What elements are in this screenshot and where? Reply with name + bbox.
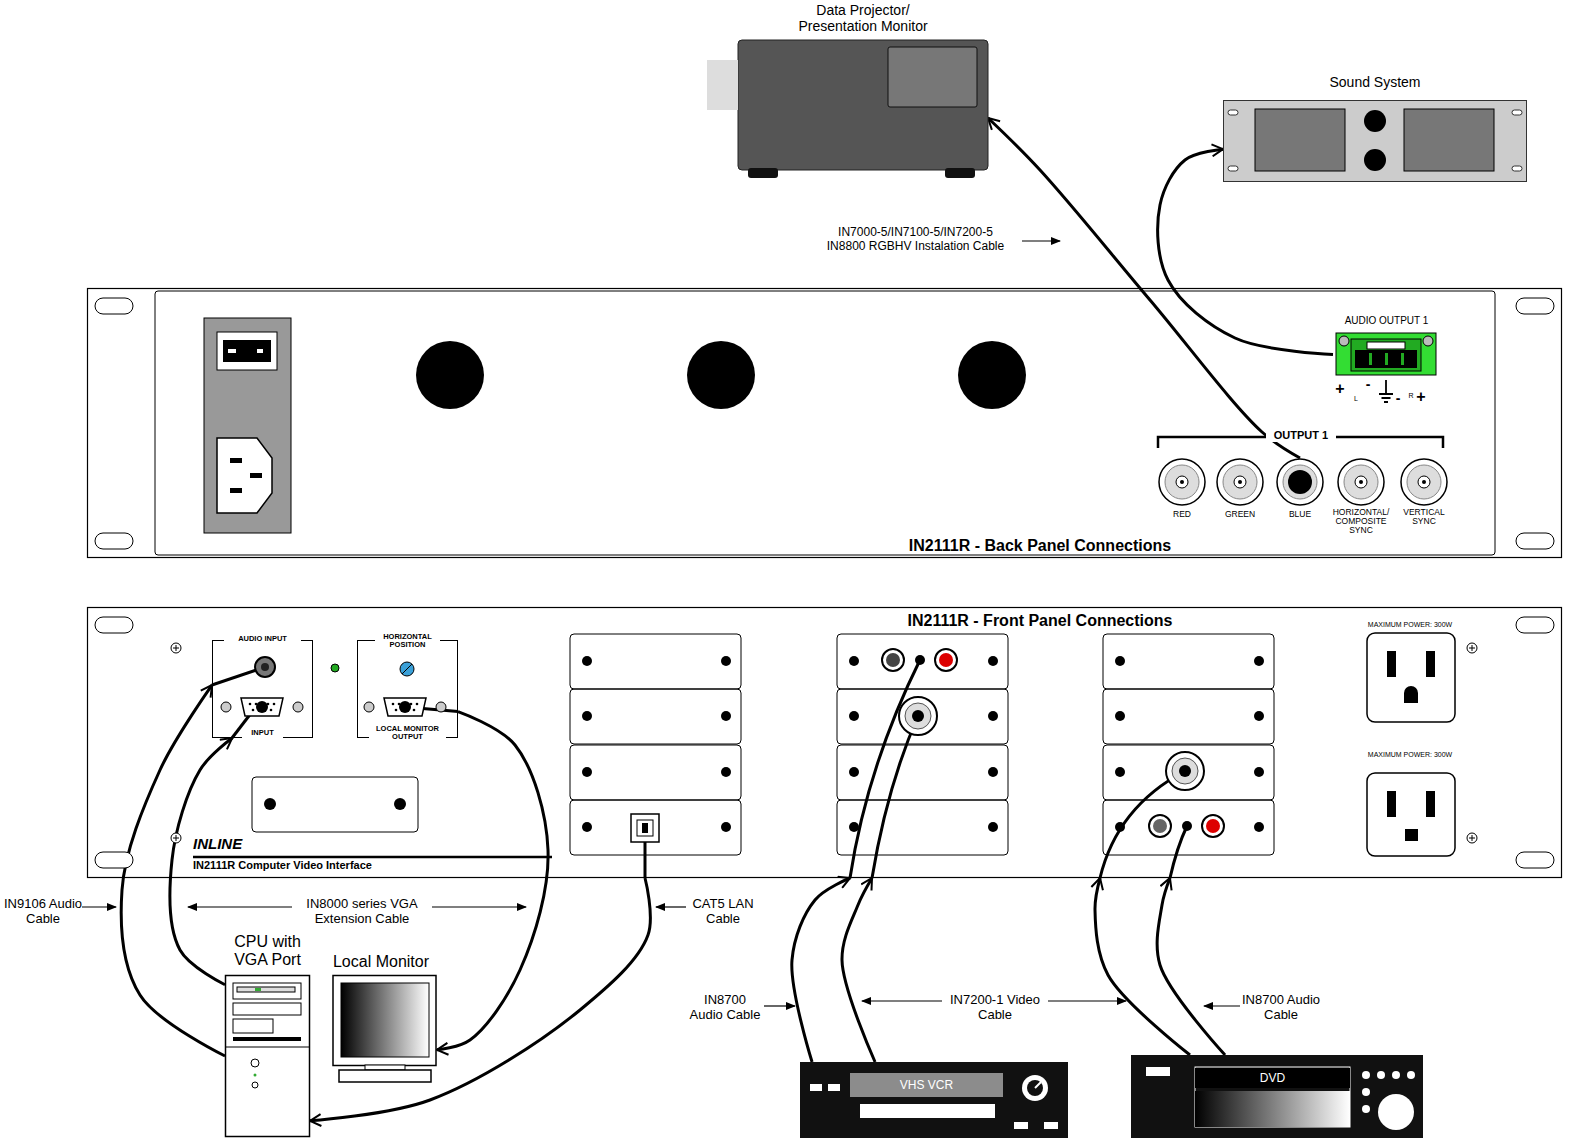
text-label: IN7000-5/IN7100-5/IN7200-5 IN8800 RGBHV … bbox=[818, 226, 1013, 254]
text-label: IN8700 Audio Cable bbox=[686, 993, 764, 1023]
text-label: - bbox=[1363, 376, 1373, 392]
node-label: CPU with VGA Port bbox=[222, 933, 313, 970]
text-label: MAXIMUM POWER: 300W bbox=[1350, 751, 1470, 759]
cable bbox=[792, 878, 850, 1062]
text-label: IN2111R Computer Video Interface bbox=[193, 859, 453, 872]
node-label: IN2111R - Front Panel Connections bbox=[885, 612, 1195, 630]
node-label: DVD bbox=[1195, 1068, 1350, 1088]
node-label: VERTICAL SYNC bbox=[1397, 508, 1451, 526]
bnc-connector-drawing bbox=[1210, 458, 1270, 542]
bnc-connector-drawing bbox=[1152, 458, 1212, 542]
text-label: IN8700 Audio Cable bbox=[1241, 993, 1321, 1023]
data-projector-drawing bbox=[738, 40, 988, 170]
node-label: HORIZONTAL POSITION bbox=[375, 633, 440, 649]
node-label: Sound System bbox=[1275, 74, 1475, 90]
node-label: INPUT bbox=[242, 729, 283, 738]
node-label: AUDIO OUTPUT 1 bbox=[1328, 315, 1445, 327]
text-label: R bbox=[1406, 392, 1416, 400]
text-label: IN9106 Audio Cable bbox=[3, 897, 83, 927]
node-label: Local Monitor bbox=[320, 953, 442, 971]
cable bbox=[842, 878, 875, 1062]
bnc-connector: VERTICAL SYNC bbox=[1397, 458, 1451, 542]
node-label: IN2111R - Back Panel Connections bbox=[885, 537, 1195, 555]
leader-line bbox=[82, 241, 1240, 1006]
cable bbox=[1095, 878, 1190, 1055]
text-label: + bbox=[1333, 380, 1347, 398]
bnc-connector: BLUE bbox=[1270, 458, 1330, 542]
input-plate: AUDIO INPUTINPUT bbox=[212, 640, 313, 738]
local-monitor: Local Monitor bbox=[325, 975, 437, 1085]
input-plate-drawing bbox=[212, 640, 313, 738]
audio-output-terminal: AUDIO OUTPUT 1 bbox=[1333, 313, 1440, 380]
vhs-vcr: VHS VCR bbox=[800, 1062, 1068, 1138]
monitor-output-plate-drawing bbox=[357, 640, 458, 738]
node-label: GREEN bbox=[1210, 510, 1270, 520]
data-projector: Data Projector/ Presentation Monitor bbox=[738, 40, 988, 170]
dvd-player: DVD bbox=[1131, 1055, 1423, 1138]
text-label: INLINE bbox=[193, 835, 293, 852]
sound-system-drawing bbox=[1223, 100, 1527, 182]
text-label: IN8000 series VGA Extension Cable bbox=[296, 897, 428, 927]
bnc-connector: HORIZONTAL/ COMPOSITE SYNC bbox=[1327, 458, 1395, 542]
sound-system: Sound System bbox=[1223, 100, 1527, 182]
node-label: AUDIO INPUT bbox=[224, 635, 301, 644]
bnc-connector-drawing bbox=[1397, 458, 1451, 542]
front-panel-drawing bbox=[87, 607, 1562, 878]
node-label: HORIZONTAL/ COMPOSITE SYNC bbox=[1327, 508, 1395, 535]
local-monitor-drawing bbox=[325, 975, 437, 1085]
node-label: BLUE bbox=[1270, 510, 1330, 520]
text-label: OUTPUT 1 bbox=[1266, 429, 1336, 442]
node-label: RED bbox=[1152, 510, 1212, 520]
text-label: IN7200-1 Video Cable bbox=[945, 993, 1045, 1023]
bnc-connector: RED bbox=[1152, 458, 1212, 542]
cpu-tower: CPU with VGA Port bbox=[225, 975, 310, 1137]
text-label: - bbox=[1393, 390, 1403, 406]
monitor-output-plate: HORIZONTAL POSITIONLOCAL MONITOR OUTPUT bbox=[357, 640, 458, 738]
cable bbox=[1157, 878, 1225, 1055]
node-label: LOCAL MONITOR OUTPUT bbox=[369, 725, 446, 741]
bnc-connector: GREEN bbox=[1210, 458, 1270, 542]
text-label: MAXIMUM POWER: 300W bbox=[1350, 621, 1470, 629]
text-label: + bbox=[1414, 388, 1428, 406]
text-label: L bbox=[1351, 395, 1361, 403]
text-label: CAT5 LAN Cable bbox=[688, 897, 758, 927]
back-panel: AUDIO OUTPUT 1 REDGREENBLUEHORIZONTAL/ CO… bbox=[87, 288, 1562, 558]
bnc-connector-drawing bbox=[1270, 458, 1330, 542]
front-panel: AUDIO INPUTINPUTHORIZONTAL POSITIONLOCAL… bbox=[87, 607, 1562, 878]
node-label: VHS VCR bbox=[850, 1073, 1003, 1097]
cable bbox=[437, 712, 548, 1050]
node-label: Data Projector/ Presentation Monitor bbox=[778, 2, 948, 34]
cpu-tower-drawing bbox=[225, 975, 310, 1137]
